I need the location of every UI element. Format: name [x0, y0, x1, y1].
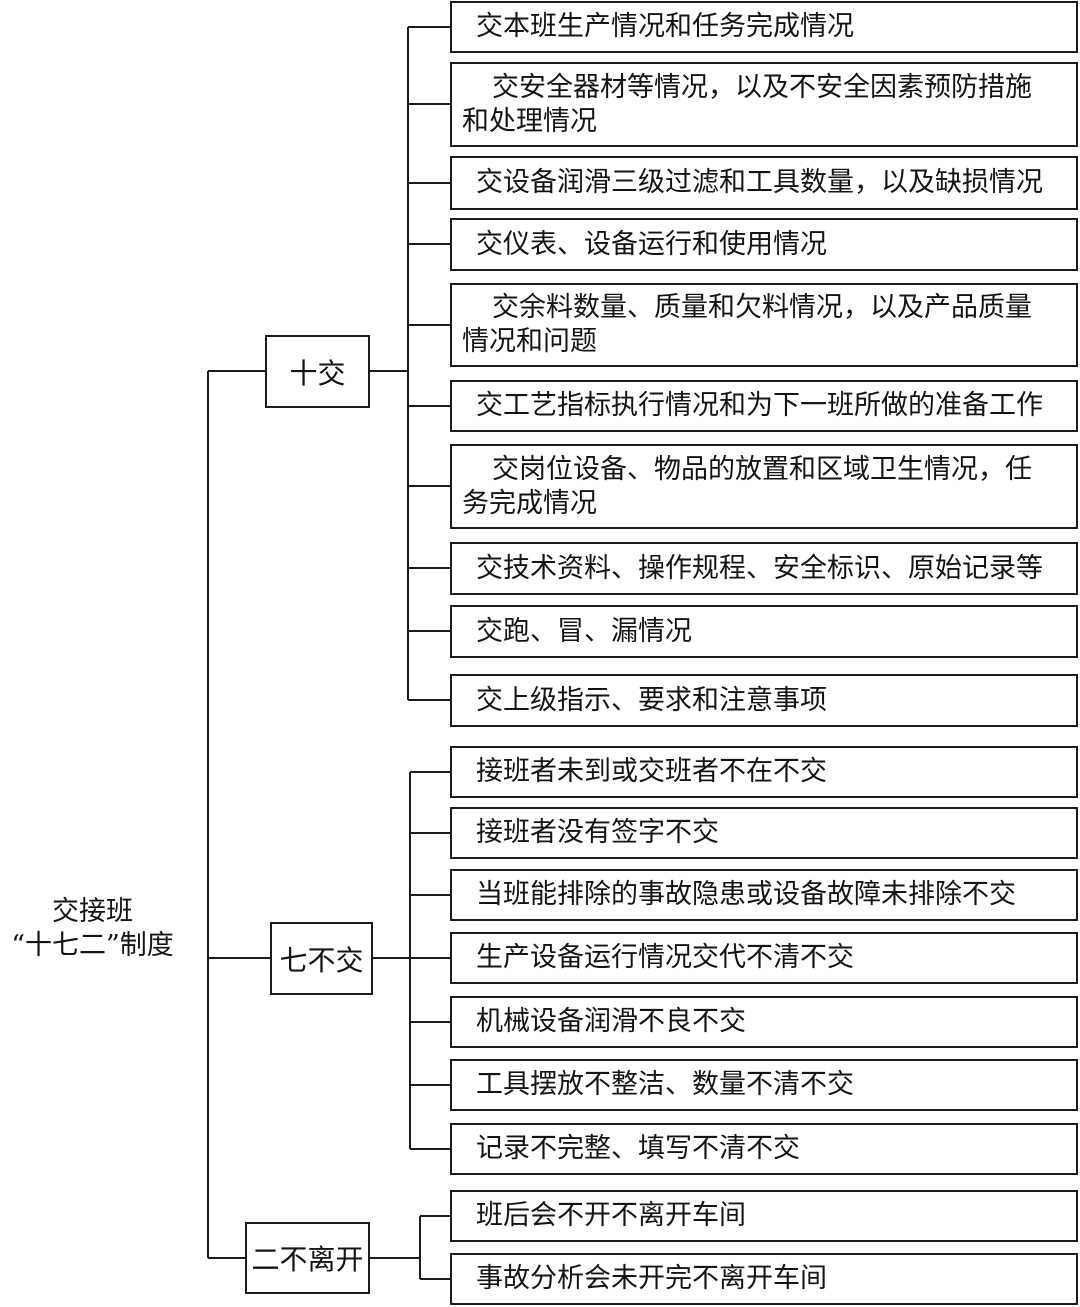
- branch-shi-jiao: 十交: [265, 335, 370, 408]
- item-text-line-1: 交安全器材等情况，以及不安全因素预防措施: [492, 71, 1032, 103]
- item-text: 交工艺指标执行情况和为下一班所做的准备工作: [476, 390, 1043, 421]
- qi-bu-jiao-item-7: 记录不完整、填写不清不交: [450, 1123, 1078, 1175]
- shi-jiao-item-4: 交仪表、设备运行和使用情况: [450, 218, 1078, 271]
- shi-jiao-item-9: 交跑、冒、漏情况: [450, 605, 1078, 658]
- root-title-line-2: “十七二”制度: [11, 930, 174, 961]
- item-text: 班后会不开不离开车间: [476, 1200, 746, 1231]
- item-text: 接班者没有签字不交: [476, 817, 719, 848]
- root-title: 交接班 “十七二”制度: [0, 895, 185, 963]
- er-bu-likai-item-1: 班后会不开不离开车间: [450, 1190, 1078, 1242]
- shi-jiao-item-5: 交余料数量、质量和欠料情况，以及产品质量 情况和问题: [450, 283, 1078, 367]
- item-text-line-1: 交岗位设备、物品的放置和区域卫生情况，任: [492, 453, 1032, 485]
- item-text-line-2: 务完成情况: [462, 487, 597, 519]
- item-text: 工具摆放不整洁、数量不清不交: [476, 1069, 854, 1100]
- item-text: 交上级指示、要求和注意事项: [476, 684, 827, 716]
- item-text: 交技术资料、操作规程、安全标识、原始记录等: [476, 552, 1043, 584]
- shi-jiao-item-3: 交设备润滑三级过滤和工具数量，以及缺损情况: [450, 156, 1078, 210]
- branch-qi-bu-jiao: 七不交: [270, 922, 373, 995]
- item-text: 生产设备运行情况交代不清不交: [476, 942, 854, 973]
- shi-jiao-item-10: 交上级指示、要求和注意事项: [450, 674, 1078, 727]
- qi-bu-jiao-connectors: [373, 771, 450, 1150]
- qi-bu-jiao-item-6: 工具摆放不整洁、数量不清不交: [450, 1059, 1078, 1111]
- er-bu-likai-connectors: [370, 1215, 450, 1280]
- item-text: 交设备润滑三级过滤和工具数量，以及缺损情况: [476, 167, 1043, 198]
- item-text: 记录不完整、填写不清不交: [476, 1133, 800, 1164]
- shi-jiao-item-6: 交工艺指标执行情况和为下一班所做的准备工作: [450, 380, 1078, 432]
- qi-bu-jiao-item-4: 生产设备运行情况交代不清不交: [450, 932, 1078, 984]
- item-text: 接班者未到或交班者不在不交: [476, 756, 827, 787]
- qi-bu-jiao-item-5: 机械设备润滑不良不交: [450, 996, 1078, 1048]
- shi-jiao-item-1: 交本班生产情况和任务完成情况: [450, 1, 1078, 53]
- item-text-line-2: 和处理情况: [462, 105, 597, 137]
- qi-bu-jiao-item-3: 当班能排除的事故隐患或设备故障未排除不交: [450, 869, 1078, 921]
- item-text: 交跑、冒、漏情况: [476, 615, 692, 647]
- qi-bu-jiao-item-1: 接班者未到或交班者不在不交: [450, 746, 1078, 798]
- item-text: 机械设备润滑不良不交: [476, 1006, 746, 1037]
- branch-er-bu-likai: 二不离开: [245, 1222, 370, 1294]
- shi-jiao-item-8: 交技术资料、操作规程、安全标识、原始记录等: [450, 542, 1078, 595]
- item-text: 事故分析会未开完不离开车间: [476, 1263, 827, 1294]
- er-bu-likai-item-2: 事故分析会未开完不离开车间: [450, 1253, 1078, 1305]
- item-text-line-2: 情况和问题: [462, 326, 597, 357]
- item-text: 交本班生产情况和任务完成情况: [476, 11, 854, 42]
- trunk-line: [207, 370, 270, 1259]
- item-text: 当班能排除的事故隐患或设备故障未排除不交: [476, 879, 1016, 910]
- root-title-line-1: 交接班: [52, 896, 133, 927]
- shi-jiao-item-2: 交安全器材等情况，以及不安全因素预防措施 和处理情况: [450, 62, 1078, 147]
- shi-jiao-connectors: [370, 26, 450, 701]
- qi-bu-jiao-item-2: 接班者没有签字不交: [450, 807, 1078, 859]
- item-text-line-1: 交余料数量、质量和欠料情况，以及产品质量: [492, 292, 1032, 323]
- shi-jiao-item-7: 交岗位设备、物品的放置和区域卫生情况，任 务完成情况: [450, 444, 1078, 529]
- item-text: 交仪表、设备运行和使用情况: [476, 228, 827, 260]
